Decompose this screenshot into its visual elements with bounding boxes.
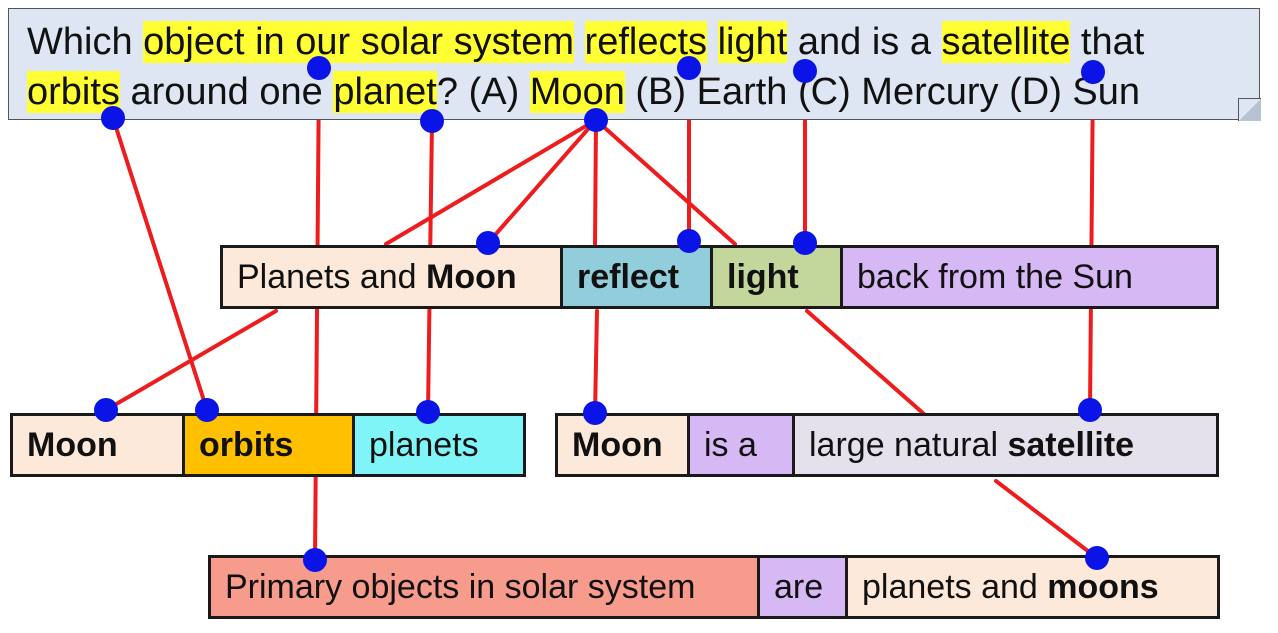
- fact-text-bold: Moon: [27, 425, 118, 464]
- fact-text: are: [774, 567, 824, 606]
- fact-text: planets and: [862, 567, 1038, 606]
- fact-text-bold: light: [727, 257, 799, 296]
- question-highlight: planet: [333, 71, 437, 113]
- question-text: that: [1070, 21, 1145, 63]
- link: [104, 309, 278, 412]
- question-highlight: Moon: [529, 71, 625, 113]
- fact-text: planets: [369, 425, 479, 464]
- fact-text-bold: moons: [1047, 567, 1159, 606]
- fact-cell: planets and moons: [845, 555, 1220, 619]
- fact-text-bold: satellite: [1007, 425, 1135, 464]
- link: [593, 118, 598, 246]
- link: [805, 309, 926, 416]
- question-text: Which: [27, 21, 144, 63]
- question-highlight: light: [717, 21, 788, 63]
- question-text: [707, 21, 718, 63]
- question-highlight: orbits: [27, 71, 120, 113]
- question-line-1: Which object in our solar system reflect…: [27, 17, 1259, 67]
- link: [313, 66, 321, 562]
- fact-row-planets-reflect-light: Planets and Moon reflect light back from…: [220, 245, 1219, 309]
- fact-cell: Planets and Moon: [220, 245, 563, 309]
- link: [1088, 70, 1095, 412]
- fact-cell: large natural satellite: [792, 413, 1219, 477]
- link: [384, 118, 598, 246]
- fact-text: large natural: [809, 425, 999, 464]
- fact-cell: reflect: [560, 245, 713, 309]
- link: [594, 118, 737, 246]
- fact-text: is a: [704, 425, 757, 464]
- question-box: Which object in our solar system reflect…: [8, 8, 1261, 121]
- fact-cell: Moon: [555, 413, 690, 477]
- fact-cell: back from the Sun: [840, 245, 1219, 309]
- fact-text: back from the Sun: [857, 257, 1133, 296]
- fact-text-bold: Moon: [426, 257, 517, 296]
- fact-cell: planets: [352, 413, 526, 477]
- question-line-2: orbits around one planet? (A) Moon (B) E…: [27, 67, 1259, 117]
- fact-text-bold: orbits: [199, 425, 294, 464]
- fact-cell: orbits: [182, 413, 355, 477]
- question-text: [574, 21, 585, 63]
- link: [486, 118, 598, 245]
- question-text: around one: [119, 71, 334, 113]
- link: [994, 479, 1099, 560]
- question-highlight: satellite: [941, 21, 1071, 63]
- question-text: (B) Earth (C) Mercury (D) Sun: [624, 71, 1141, 113]
- link: [593, 309, 599, 415]
- fact-text-bold: reflect: [577, 257, 680, 296]
- question-text: and is a: [787, 21, 942, 63]
- fact-text: Primary objects in solar system: [225, 567, 696, 606]
- fact-text-bold: Moon: [572, 425, 663, 464]
- fact-cell: Primary objects in solar system: [208, 555, 760, 619]
- fact-row-moon-orbits-planets: Moon orbits planets: [10, 413, 526, 477]
- question-text: ? (A): [436, 71, 530, 113]
- question-highlight: object in our solar system: [143, 21, 574, 63]
- link: [111, 116, 209, 412]
- fact-cell: Moon: [10, 413, 185, 477]
- fact-cell: are: [757, 555, 848, 619]
- fact-cell: is a: [687, 413, 795, 477]
- fact-row-moon-satellite: Moon is a large natural satellite: [555, 413, 1219, 477]
- page-fold-corner: [1238, 98, 1261, 121]
- fact-text: Planets and: [237, 257, 417, 296]
- question-highlight: reflects: [584, 21, 708, 63]
- fact-row-primary-objects: Primary objects in solar system are plan…: [208, 555, 1220, 619]
- fact-cell: light: [710, 245, 843, 309]
